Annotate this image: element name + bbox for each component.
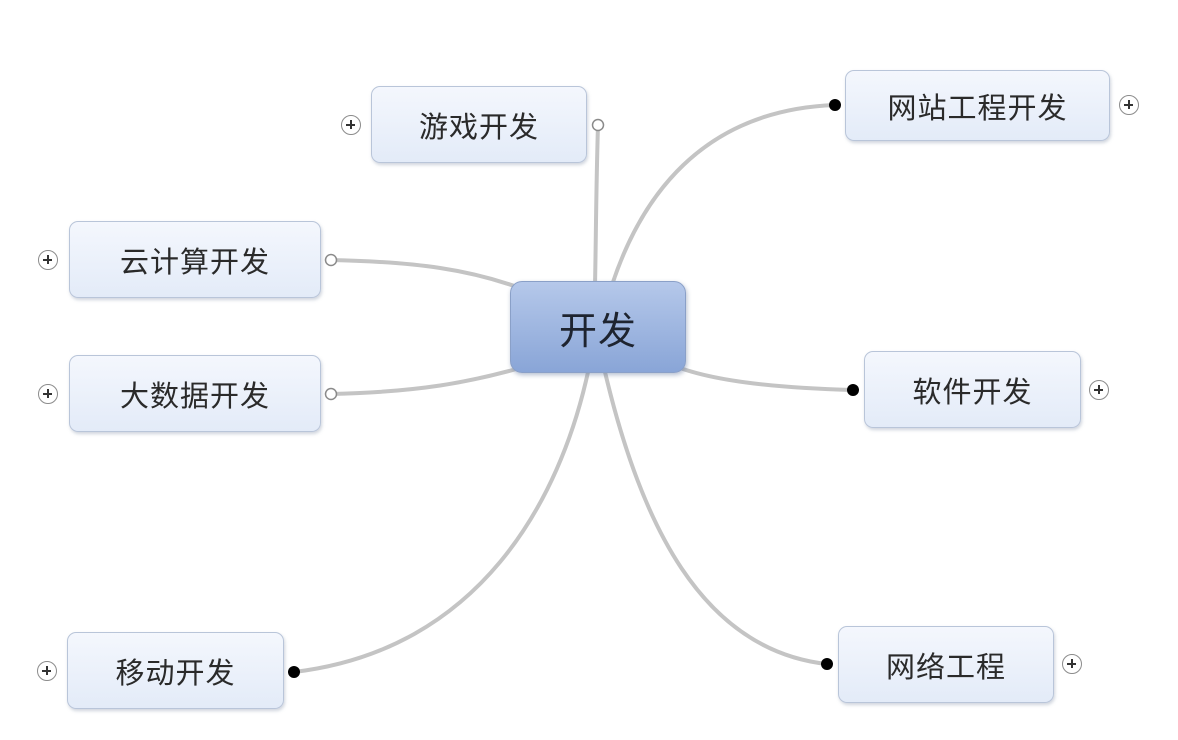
node-game-dev[interactable]: 游戏开发 [371, 86, 587, 163]
link-web [610, 103, 836, 286]
root-node[interactable]: 开发 [510, 281, 686, 373]
connector-filled-web [829, 99, 841, 111]
link-mobile [293, 371, 590, 674]
connector-filled-network [821, 658, 833, 670]
connector-filled-software [847, 384, 859, 396]
link-cloud [330, 258, 521, 290]
plus-circle-icon[interactable] [1062, 654, 1082, 674]
node-software-dev[interactable]: 软件开发 [864, 351, 1081, 428]
plus-circle-icon[interactable] [37, 661, 57, 681]
plus-circle-icon[interactable] [38, 384, 58, 404]
connector-open-cloud [324, 253, 338, 267]
node-web-dev[interactable]: 网站工程开发 [845, 70, 1110, 141]
node-mobile-dev[interactable]: 移动开发 [67, 632, 284, 709]
plus-circle-icon[interactable] [1089, 380, 1109, 400]
link-software [679, 366, 854, 392]
node-cloud-dev[interactable]: 云计算开发 [69, 221, 321, 298]
node-network-eng[interactable]: 网络工程 [838, 626, 1054, 703]
node-bigdata-dev[interactable]: 大数据开发 [69, 355, 321, 432]
plus-circle-icon[interactable] [341, 115, 361, 135]
link-game [593, 124, 600, 286]
plus-circle-icon[interactable] [38, 250, 58, 270]
connector-open-bigdata [324, 387, 338, 401]
link-network [603, 371, 828, 666]
connector-open-game [591, 118, 605, 132]
link-bigdata [330, 366, 521, 396]
connector-filled-mobile [288, 666, 300, 678]
plus-circle-icon[interactable] [1119, 95, 1139, 115]
